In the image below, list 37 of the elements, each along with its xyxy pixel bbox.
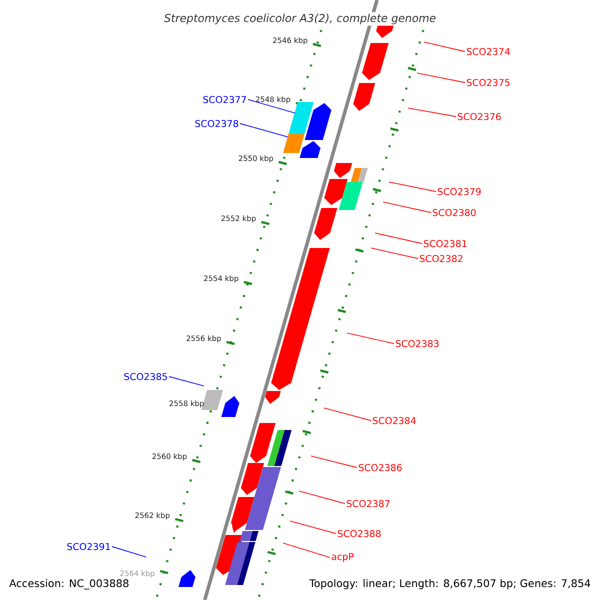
gene-label: SCO2382 xyxy=(420,254,462,262)
title: Streptomyces coelicolor A3(2), complete genome xyxy=(162,12,438,26)
gene-label: SCO2386 xyxy=(358,464,402,472)
leader-line xyxy=(388,182,436,192)
leader-line xyxy=(408,108,456,117)
leader-line xyxy=(248,99,296,114)
leader-line xyxy=(324,408,372,421)
gene-label: SCO2376 xyxy=(458,112,501,120)
leader-line xyxy=(416,72,466,83)
leader-line xyxy=(112,546,146,558)
gene-label: SCO2388 xyxy=(338,530,381,538)
gene-label: SCO2387 xyxy=(346,500,390,508)
gene-label: SCO2384 xyxy=(372,416,416,424)
gene-label: SCO2379 xyxy=(438,188,481,196)
leader-line xyxy=(240,123,288,138)
leader-line xyxy=(282,542,330,558)
leader-line xyxy=(310,456,358,468)
gene-label: SCO2378 xyxy=(195,120,238,128)
gene-label: SCO2375 xyxy=(466,78,510,86)
leader-line xyxy=(370,248,418,259)
leader-line xyxy=(298,490,346,504)
leader-line xyxy=(424,42,466,52)
leader-line xyxy=(374,232,422,244)
leader-line xyxy=(346,332,394,344)
leader-line xyxy=(290,520,336,534)
genome-info-text: Topology: linear; Length: 8,667,507 bp; Genes: 7,854 xyxy=(309,579,590,590)
gene-label: SCO2385 xyxy=(124,372,167,380)
gene-label: SCO2383 xyxy=(396,340,439,348)
gene-label: SCO2381 xyxy=(424,240,466,248)
accession-text: Accession: NC_003888 xyxy=(9,579,128,590)
gene-label: SCO2391 xyxy=(67,542,110,550)
gene-label: SCO2374 xyxy=(466,48,510,56)
gene-label: SCO2377 xyxy=(203,96,246,104)
gene-label: SCO2380 xyxy=(432,208,476,216)
gene-label: acpP xyxy=(332,553,354,562)
leader-line xyxy=(382,202,432,213)
leader-line xyxy=(168,376,204,386)
